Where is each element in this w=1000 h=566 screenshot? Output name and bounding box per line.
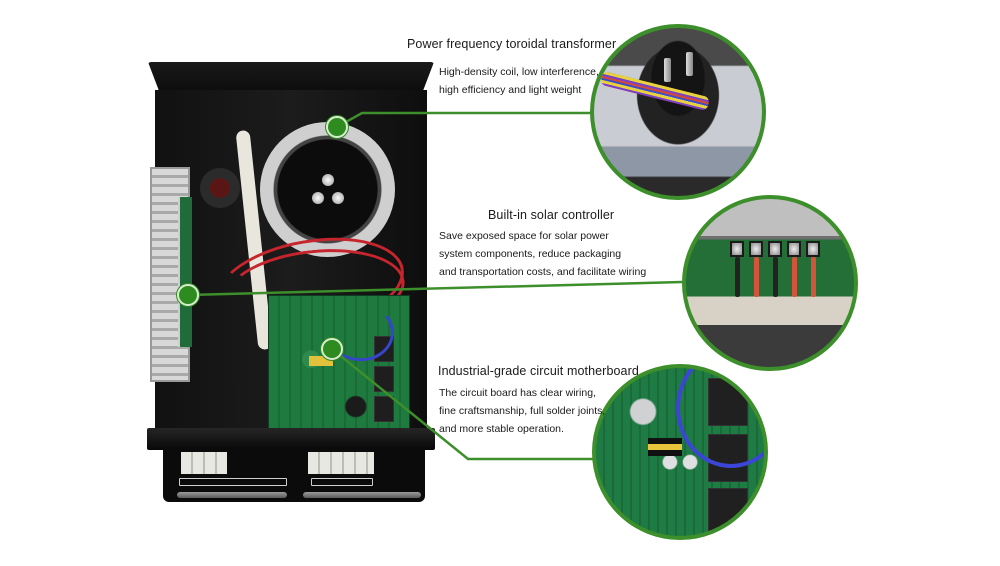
terminal-post xyxy=(686,52,693,76)
black-lead xyxy=(735,257,740,297)
terminal-post xyxy=(664,58,671,82)
solar-controller-board xyxy=(178,197,192,347)
motherboard-description: The circuit board has clear wiring, fine… xyxy=(439,384,605,438)
terminal-base xyxy=(163,448,425,502)
description-line: and transportation costs, and facilitate… xyxy=(439,266,647,278)
terminal-label-strip xyxy=(179,478,287,486)
housing-body xyxy=(155,90,427,455)
motherboard-title: Industrial-grade circuit motherboard xyxy=(438,364,639,378)
description-line: High-density coil, low interference, xyxy=(439,66,599,78)
transformer-description: High-density coil, low interference, hig… xyxy=(439,63,599,99)
terminal-block-left xyxy=(181,452,227,474)
toroidal-transformer xyxy=(260,122,395,257)
cable-grommet xyxy=(200,168,240,208)
description-line: The circuit board has clear wiring, xyxy=(439,387,596,399)
screw-terminal xyxy=(806,241,820,257)
transformer-closeup-image xyxy=(590,24,766,200)
transformer-title: Power frequency toroidal transformer xyxy=(407,37,617,51)
black-lead xyxy=(773,257,778,297)
relay xyxy=(374,396,394,422)
inverter-unit-photo xyxy=(145,62,440,502)
motherboard-closeup-image xyxy=(592,364,768,540)
callout-dot-transformer xyxy=(326,116,348,138)
blue-wire xyxy=(676,368,764,468)
transformer-bolt xyxy=(322,174,334,186)
screw-terminal xyxy=(768,241,782,257)
description-line: and more stable operation. xyxy=(439,423,564,435)
description-line: Save exposed space for solar power xyxy=(439,230,609,242)
terminal-label-strip xyxy=(311,478,373,486)
description-line: system components, reduce packaging xyxy=(439,248,622,260)
pcb-transformer xyxy=(309,356,333,366)
screw-terminal xyxy=(749,241,763,257)
relay xyxy=(708,488,748,536)
red-lead xyxy=(811,257,816,297)
terminal-block-right xyxy=(308,452,374,474)
red-lead xyxy=(754,257,759,297)
transformer-bolt xyxy=(312,192,324,204)
wire-bundle xyxy=(599,70,711,112)
description-line: fine craftsmanship, full solder joints, xyxy=(439,405,606,417)
description-line: high efficiency and light weight xyxy=(439,84,582,96)
solar-controller-title: Built-in solar controller xyxy=(488,208,615,222)
callout-dot-solar-controller xyxy=(177,284,199,306)
terminal-shelf xyxy=(147,428,435,450)
vent-slot xyxy=(303,492,421,498)
solar-controller-description: Save exposed space for solar power syste… xyxy=(439,227,646,281)
transformer-bolt xyxy=(332,192,344,204)
vent-slot xyxy=(177,492,287,498)
red-lead xyxy=(792,257,797,297)
solar-controller-closeup-image xyxy=(682,195,858,371)
screw-terminal xyxy=(787,241,801,257)
pcb-transformer xyxy=(648,438,682,456)
relay xyxy=(374,366,394,392)
callout-dot-motherboard xyxy=(321,338,343,360)
screw-terminal xyxy=(730,241,744,257)
housing-lid xyxy=(148,62,434,92)
